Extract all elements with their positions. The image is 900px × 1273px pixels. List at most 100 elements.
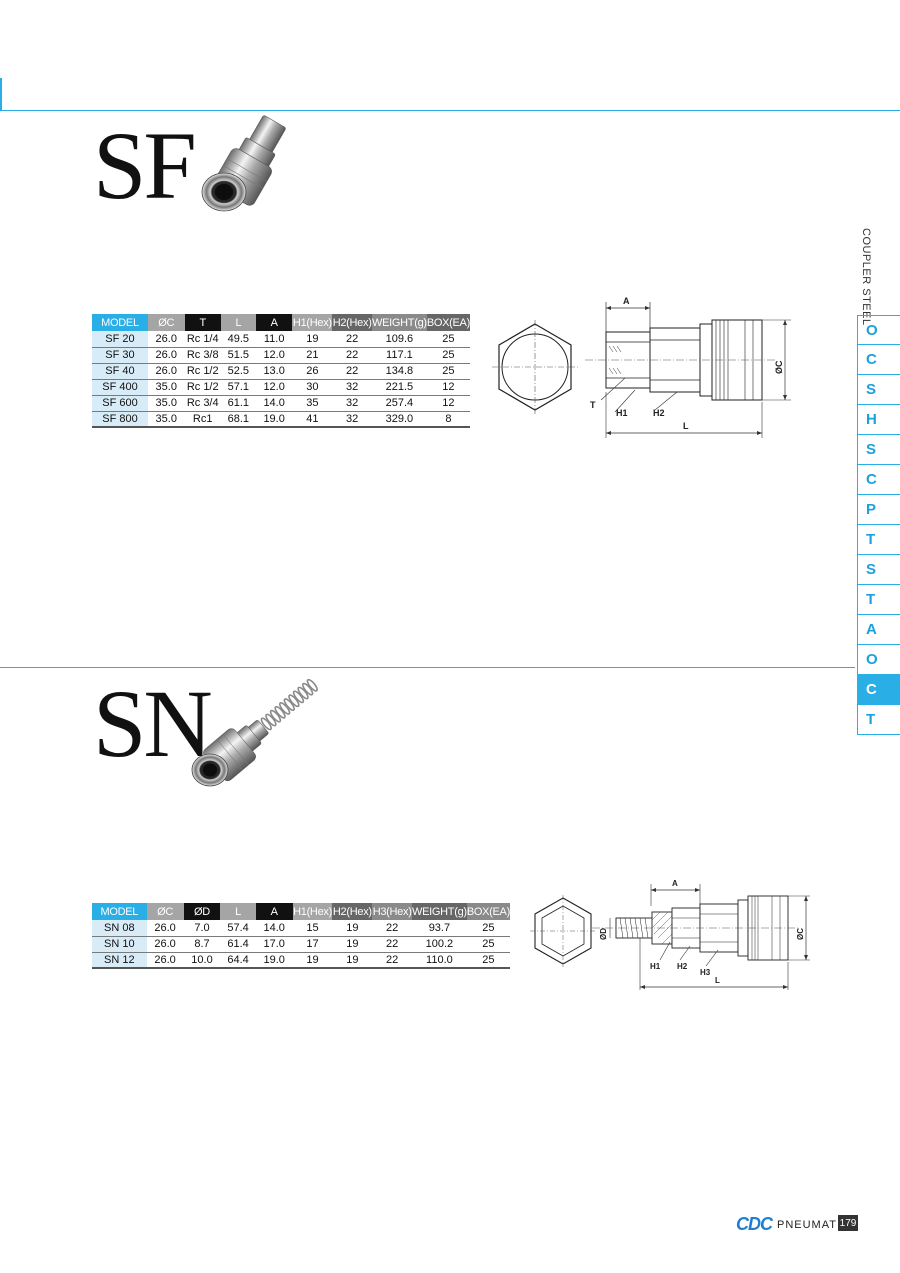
sn-cell: 110.0 xyxy=(412,952,467,969)
sf-cell: 32 xyxy=(332,379,373,396)
sf-hex-end-view xyxy=(492,320,578,414)
sf-col-h2: H2(Hex) xyxy=(332,314,373,331)
top-divider xyxy=(0,110,900,111)
sn-col-box: BOX(EA) xyxy=(466,903,510,920)
sn-table-header-row: MODEL ØC ØD L A H1(Hex) H2(Hex) H3(Hex) … xyxy=(92,903,510,920)
sn-cell: 26.0 xyxy=(146,952,184,969)
sn-title: SN xyxy=(93,670,213,777)
sf-cell: 11.0 xyxy=(255,331,293,348)
sf-dim-c: ØC xyxy=(774,360,784,374)
sn-cell: 25 xyxy=(466,952,510,969)
sf-dim-a: A xyxy=(623,296,630,306)
sf-cell: 329.0 xyxy=(372,411,427,428)
sidebar-tab-s-2[interactable]: S xyxy=(857,435,900,465)
sn-cell: SN 12 xyxy=(92,952,147,969)
sf-cell: 25 xyxy=(426,331,470,348)
sf-cell: 12.0 xyxy=(255,379,293,396)
sn-col-a: A xyxy=(255,903,293,920)
sidebar-tab-c[interactable]: C xyxy=(857,345,900,375)
sf-cell: 22 xyxy=(332,331,373,348)
sf-cell: 13.0 xyxy=(255,363,293,380)
sf-dim-l: L xyxy=(683,421,689,431)
sn-dim-l: L xyxy=(715,976,720,985)
sn-cell: 22 xyxy=(372,920,413,937)
sn-cell: 61.4 xyxy=(220,936,256,953)
sf-col-h1: H1(Hex) xyxy=(292,314,333,331)
sf-product-photo xyxy=(201,115,286,212)
sn-product-photo xyxy=(191,678,318,787)
sf-cell: 26.0 xyxy=(147,331,185,348)
sidebar-tab-p[interactable]: P xyxy=(857,495,900,525)
sf-table-header-row: MODEL ØC T L A H1(Hex) H2(Hex) WEIGHT(g)… xyxy=(92,314,470,331)
sf-title: SF xyxy=(93,112,197,219)
sidebar-tab-t-2[interactable]: T xyxy=(857,585,900,615)
sn-cell: 22 xyxy=(372,936,413,953)
sn-col-weight: WEIGHT(g) xyxy=(412,903,467,920)
sn-col-h1: H1(Hex) xyxy=(292,903,333,920)
sf-cell: 117.1 xyxy=(372,347,427,364)
sn-cell: 25 xyxy=(466,936,510,953)
sn-cell: 19 xyxy=(292,952,333,969)
sf-cell: 12.0 xyxy=(255,347,293,364)
sf-cell: 25 xyxy=(426,347,470,364)
sidebar-tab-c-active[interactable]: C xyxy=(857,675,900,705)
sn-cell: 26.0 xyxy=(146,920,184,937)
sn-side-view: A ØD ØC H1 H2 H3 L xyxy=(592,879,810,990)
sf-cell: 109.6 xyxy=(372,331,427,348)
sf-cell: 32 xyxy=(332,411,373,428)
sidebar-tab-s-3[interactable]: S xyxy=(857,555,900,585)
sf-cell: 12 xyxy=(426,395,470,412)
sn-dim-a: A xyxy=(672,879,678,888)
sf-cell: 257.4 xyxy=(372,395,427,412)
sf-cell: 49.5 xyxy=(220,331,256,348)
sf-cell: Rc 1/4 xyxy=(184,331,221,348)
sidebar-tab-c-2[interactable]: C xyxy=(857,465,900,495)
sf-col-a: A xyxy=(255,314,293,331)
sf-cell: 14.0 xyxy=(255,395,293,412)
sidebar-tab-a[interactable]: A xyxy=(857,615,900,645)
sf-cell: 26.0 xyxy=(147,347,185,364)
sf-cell: SF 20 xyxy=(92,331,148,348)
sf-spec-table: MODEL ØC T L A H1(Hex) H2(Hex) WEIGHT(g)… xyxy=(92,314,470,428)
sf-cell: 32 xyxy=(332,395,373,412)
sidebar-tab-t-3[interactable]: T xyxy=(857,705,900,735)
sidebar-index-tabs: O C S H S C P T S T A O C T xyxy=(857,315,900,735)
category-label: COUPLER STEEL xyxy=(857,228,883,326)
sf-cell: 68.1 xyxy=(220,411,256,428)
sf-cell: 30 xyxy=(292,379,333,396)
sidebar-tab-o[interactable]: O xyxy=(857,315,900,345)
sf-cell: Rc 3/4 xyxy=(184,395,221,412)
sn-cell: 15 xyxy=(292,920,333,937)
sf-cell: 35.0 xyxy=(147,379,185,396)
sn-col-h2: H2(Hex) xyxy=(332,903,373,920)
sidebar-tab-t[interactable]: T xyxy=(857,525,900,555)
sf-cell: 35.0 xyxy=(147,395,185,412)
sf-cell: SF 600 xyxy=(92,395,148,412)
sf-cell: 8 xyxy=(426,411,470,428)
sf-cell: 134.8 xyxy=(372,363,427,380)
sf-col-model: MODEL xyxy=(92,314,148,331)
sf-cell: Rc 1/2 xyxy=(184,379,221,396)
sn-dim-c: ØC xyxy=(796,928,805,940)
sidebar-tab-h[interactable]: H xyxy=(857,405,900,435)
sn-col-d: ØD xyxy=(183,903,221,920)
sn-cell: 17 xyxy=(292,936,333,953)
sf-cell: 12 xyxy=(426,379,470,396)
sidebar-tab-s[interactable]: S xyxy=(857,375,900,405)
sn-cell: 22 xyxy=(372,952,413,969)
sf-cell: Rc1 xyxy=(184,411,221,428)
sn-spec-table: MODEL ØC ØD L A H1(Hex) H2(Hex) H3(Hex) … xyxy=(92,903,510,969)
sf-col-l: L xyxy=(220,314,256,331)
sf-cell: SF 400 xyxy=(92,379,148,396)
sidebar-tab-o-2[interactable]: O xyxy=(857,645,900,675)
section-divider xyxy=(0,667,855,668)
sn-cell: SN 08 xyxy=(92,920,147,937)
sf-cell: 35 xyxy=(292,395,333,412)
sf-cell: 22 xyxy=(332,347,373,364)
sn-cell: 26.0 xyxy=(146,936,184,953)
